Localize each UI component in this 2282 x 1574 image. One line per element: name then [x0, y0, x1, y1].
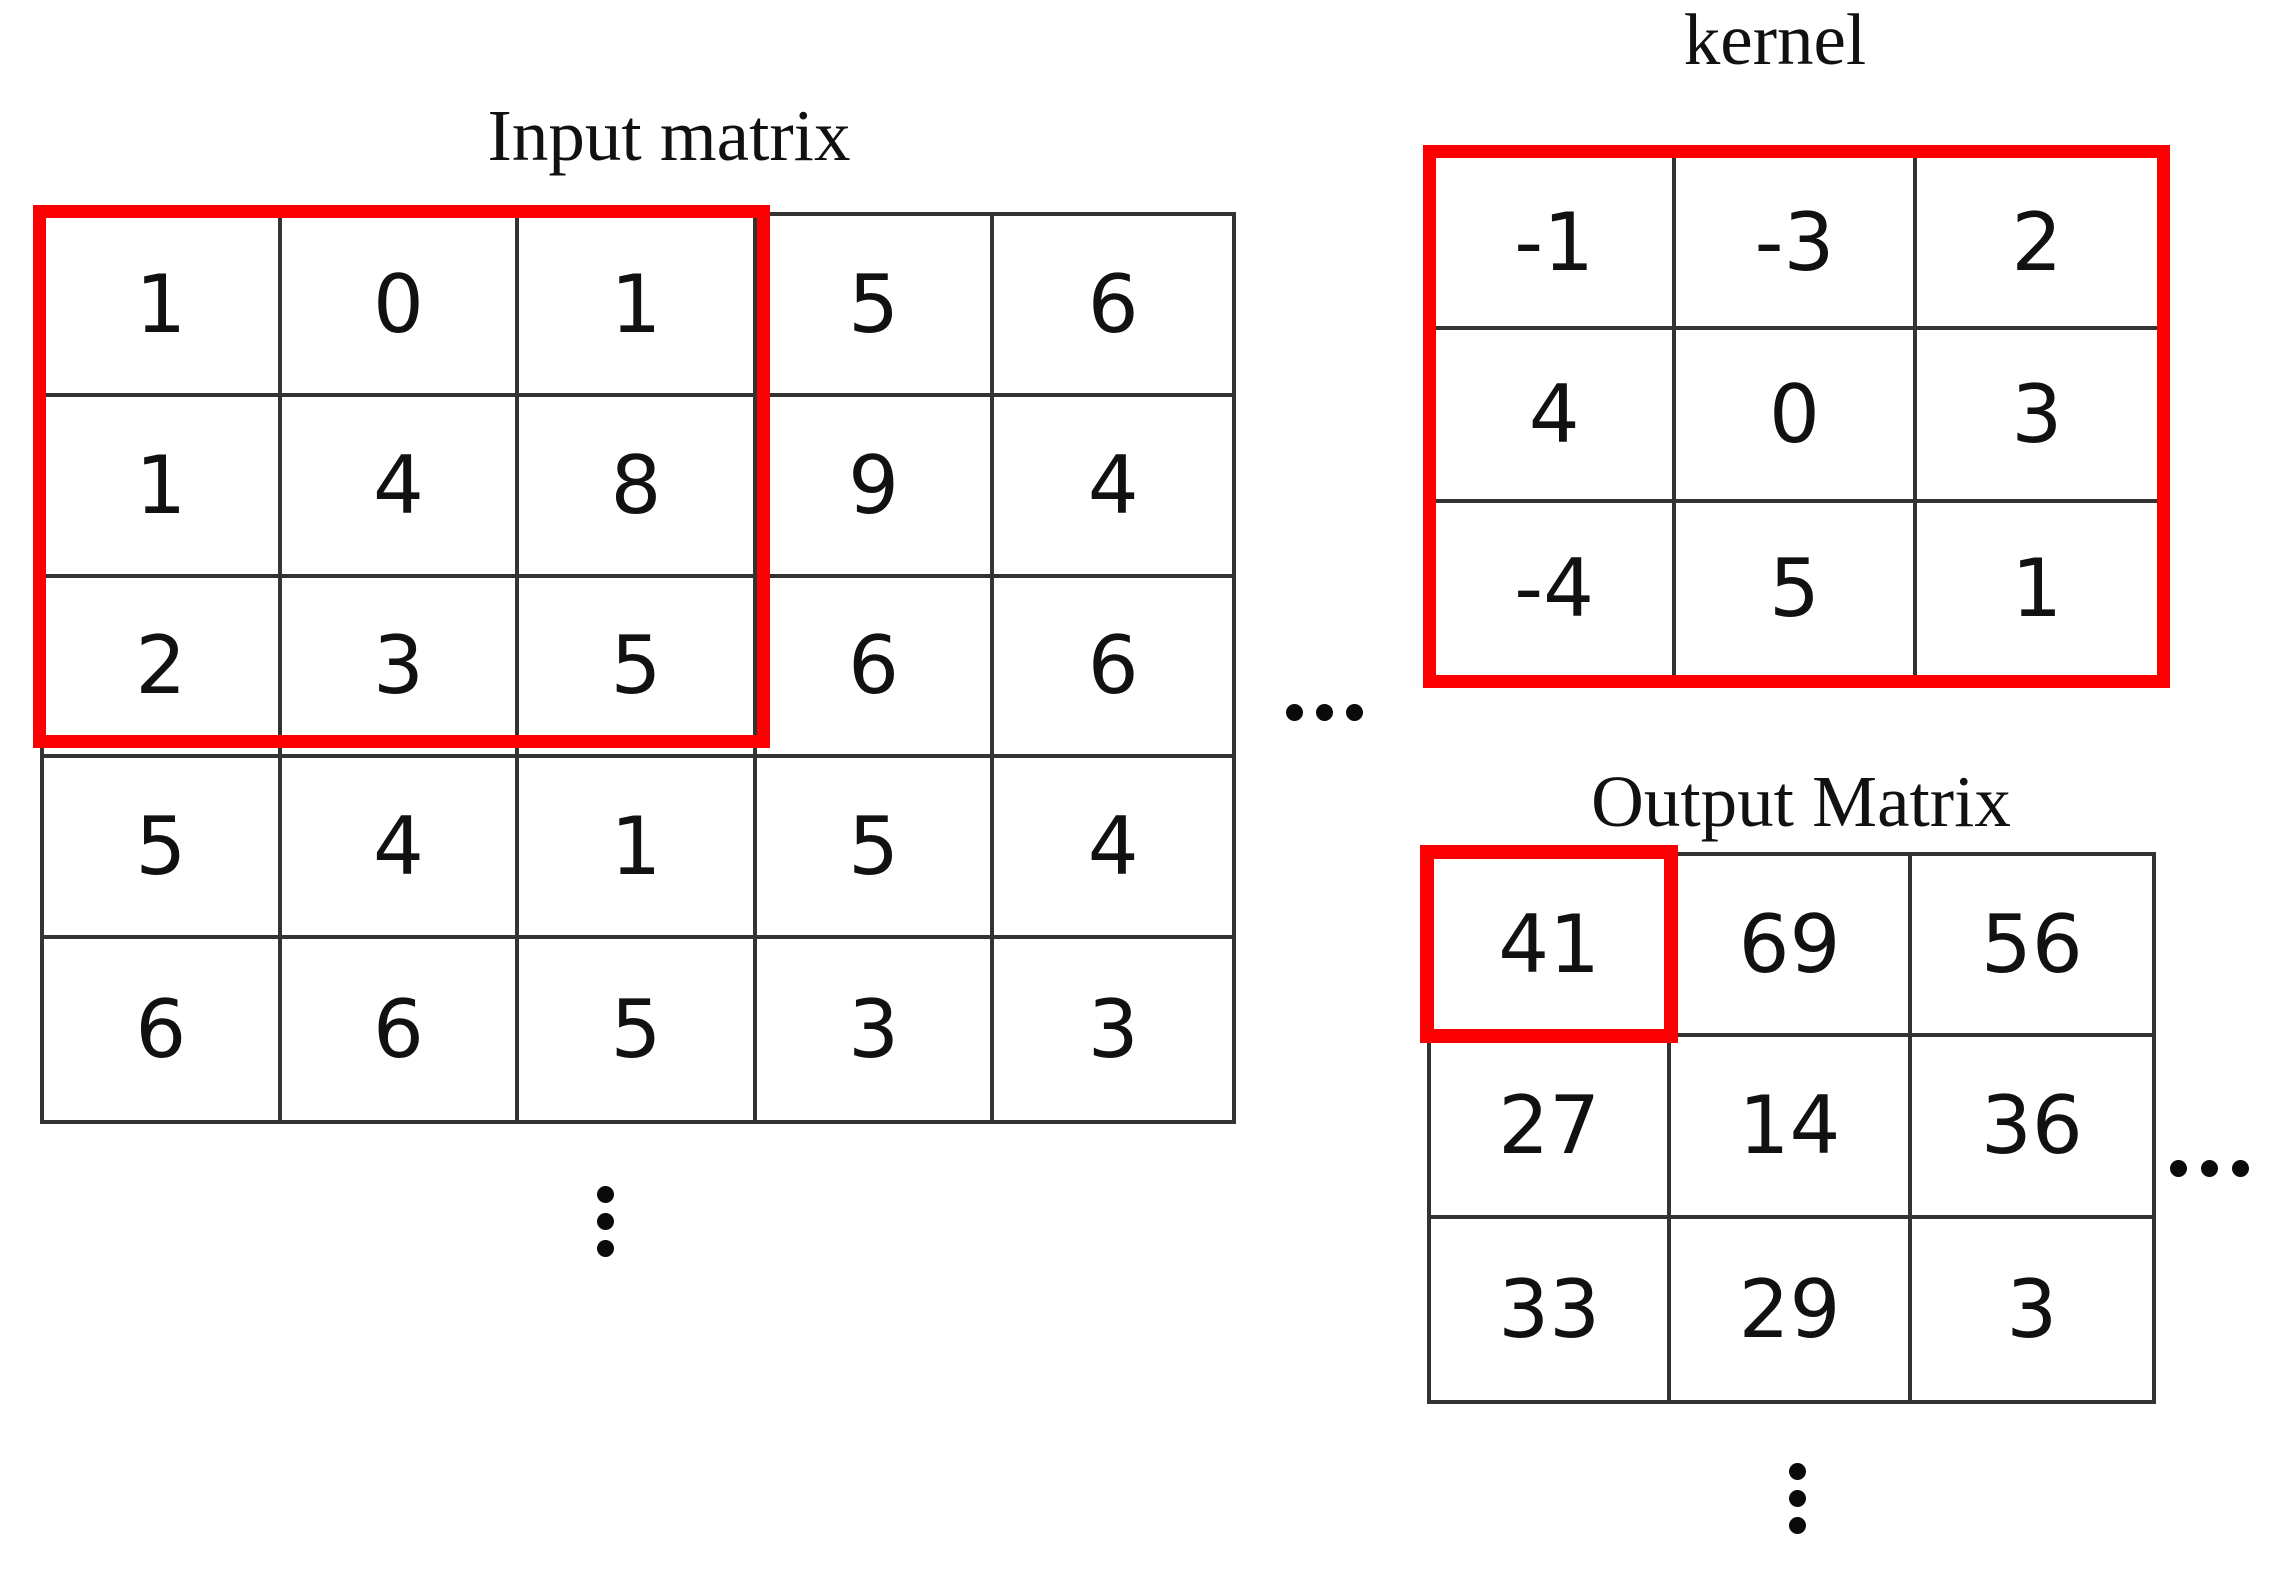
ellipsis-horizontal-right-of-output	[2170, 1160, 2249, 1177]
matrix-cell: 6	[756, 577, 995, 759]
matrix-cell: 4	[994, 758, 1232, 940]
matrix-cell: 5	[756, 216, 995, 397]
matrix-cell: -1	[1436, 158, 1677, 331]
matrix-cell: 1	[519, 216, 757, 397]
dot-icon	[597, 1186, 614, 1203]
dot-icon	[1286, 704, 1303, 721]
dot-icon	[1789, 1517, 1806, 1534]
dot-icon	[1789, 1490, 1806, 1507]
matrix-cell: 5	[519, 939, 757, 1120]
dot-icon	[2232, 1160, 2249, 1177]
matrix-cell: 2	[44, 577, 282, 759]
matrix-cell: 4	[994, 397, 1232, 578]
matrix-cell: 0	[281, 216, 520, 397]
matrix-cell: 5	[1676, 502, 1917, 675]
matrix-cell: 5	[519, 577, 757, 759]
matrix-cell: 6	[994, 578, 1232, 759]
dot-icon	[1316, 704, 1333, 721]
matrix-cell: 0	[1676, 330, 1917, 503]
matrix-cell: 2	[1916, 158, 2157, 331]
kernel-title: kernel	[1683, 0, 1867, 80]
matrix-cell: 41	[1431, 856, 1672, 1038]
matrix-cell: -3	[1676, 158, 1917, 331]
ellipsis-horizontal-between-input-and-kernel	[1286, 704, 1363, 721]
matrix-cell: 1	[519, 758, 757, 940]
matrix-cell: -4	[1436, 502, 1677, 675]
ellipsis-vertical-below-output	[1789, 1463, 1806, 1534]
input-matrix-title: Input matrix	[487, 95, 851, 176]
matrix-cell: 56	[1911, 856, 2152, 1038]
dot-icon	[597, 1213, 614, 1230]
matrix-cell: 33	[1431, 1218, 1672, 1400]
matrix-cell: 14	[1671, 1037, 1912, 1219]
matrix-cell: 6	[994, 216, 1232, 397]
matrix-cell: 4	[281, 758, 520, 940]
matrix-cell: 6	[44, 939, 282, 1120]
matrix-cell: 29	[1671, 1218, 1912, 1400]
matrix-cell: 8	[519, 396, 757, 578]
matrix-cell: 3	[281, 577, 520, 759]
matrix-cell: 3	[757, 939, 995, 1120]
dot-icon	[597, 1240, 614, 1257]
matrix-cell: 1	[2011, 542, 2063, 636]
matrix-cell: 3	[1087, 983, 1139, 1077]
dot-icon	[2201, 1160, 2218, 1177]
output-matrix-title: Output Matrix	[1591, 761, 2011, 842]
matrix-cell: 9	[756, 396, 995, 578]
matrix-cell: 27	[1431, 1037, 1672, 1219]
matrix-cell: 3	[1916, 330, 2157, 503]
matrix-cell: 5	[756, 758, 995, 940]
dot-icon	[2170, 1160, 2187, 1177]
matrix-cell: 6	[282, 939, 520, 1120]
dot-icon	[1346, 704, 1363, 721]
ellipsis-vertical-below-input	[597, 1186, 614, 1257]
matrix-cell: 4	[1436, 330, 1677, 503]
matrix-cell: 1	[44, 396, 282, 578]
matrix-cell: 69	[1671, 856, 1912, 1038]
matrix-cell: 1	[44, 216, 282, 397]
matrix-cell: 5	[44, 758, 282, 940]
matrix-cell: 4	[281, 396, 520, 578]
matrix-cell: 36	[1911, 1037, 2152, 1219]
matrix-cell: 3	[2006, 1262, 2058, 1356]
dot-icon	[1789, 1463, 1806, 1480]
